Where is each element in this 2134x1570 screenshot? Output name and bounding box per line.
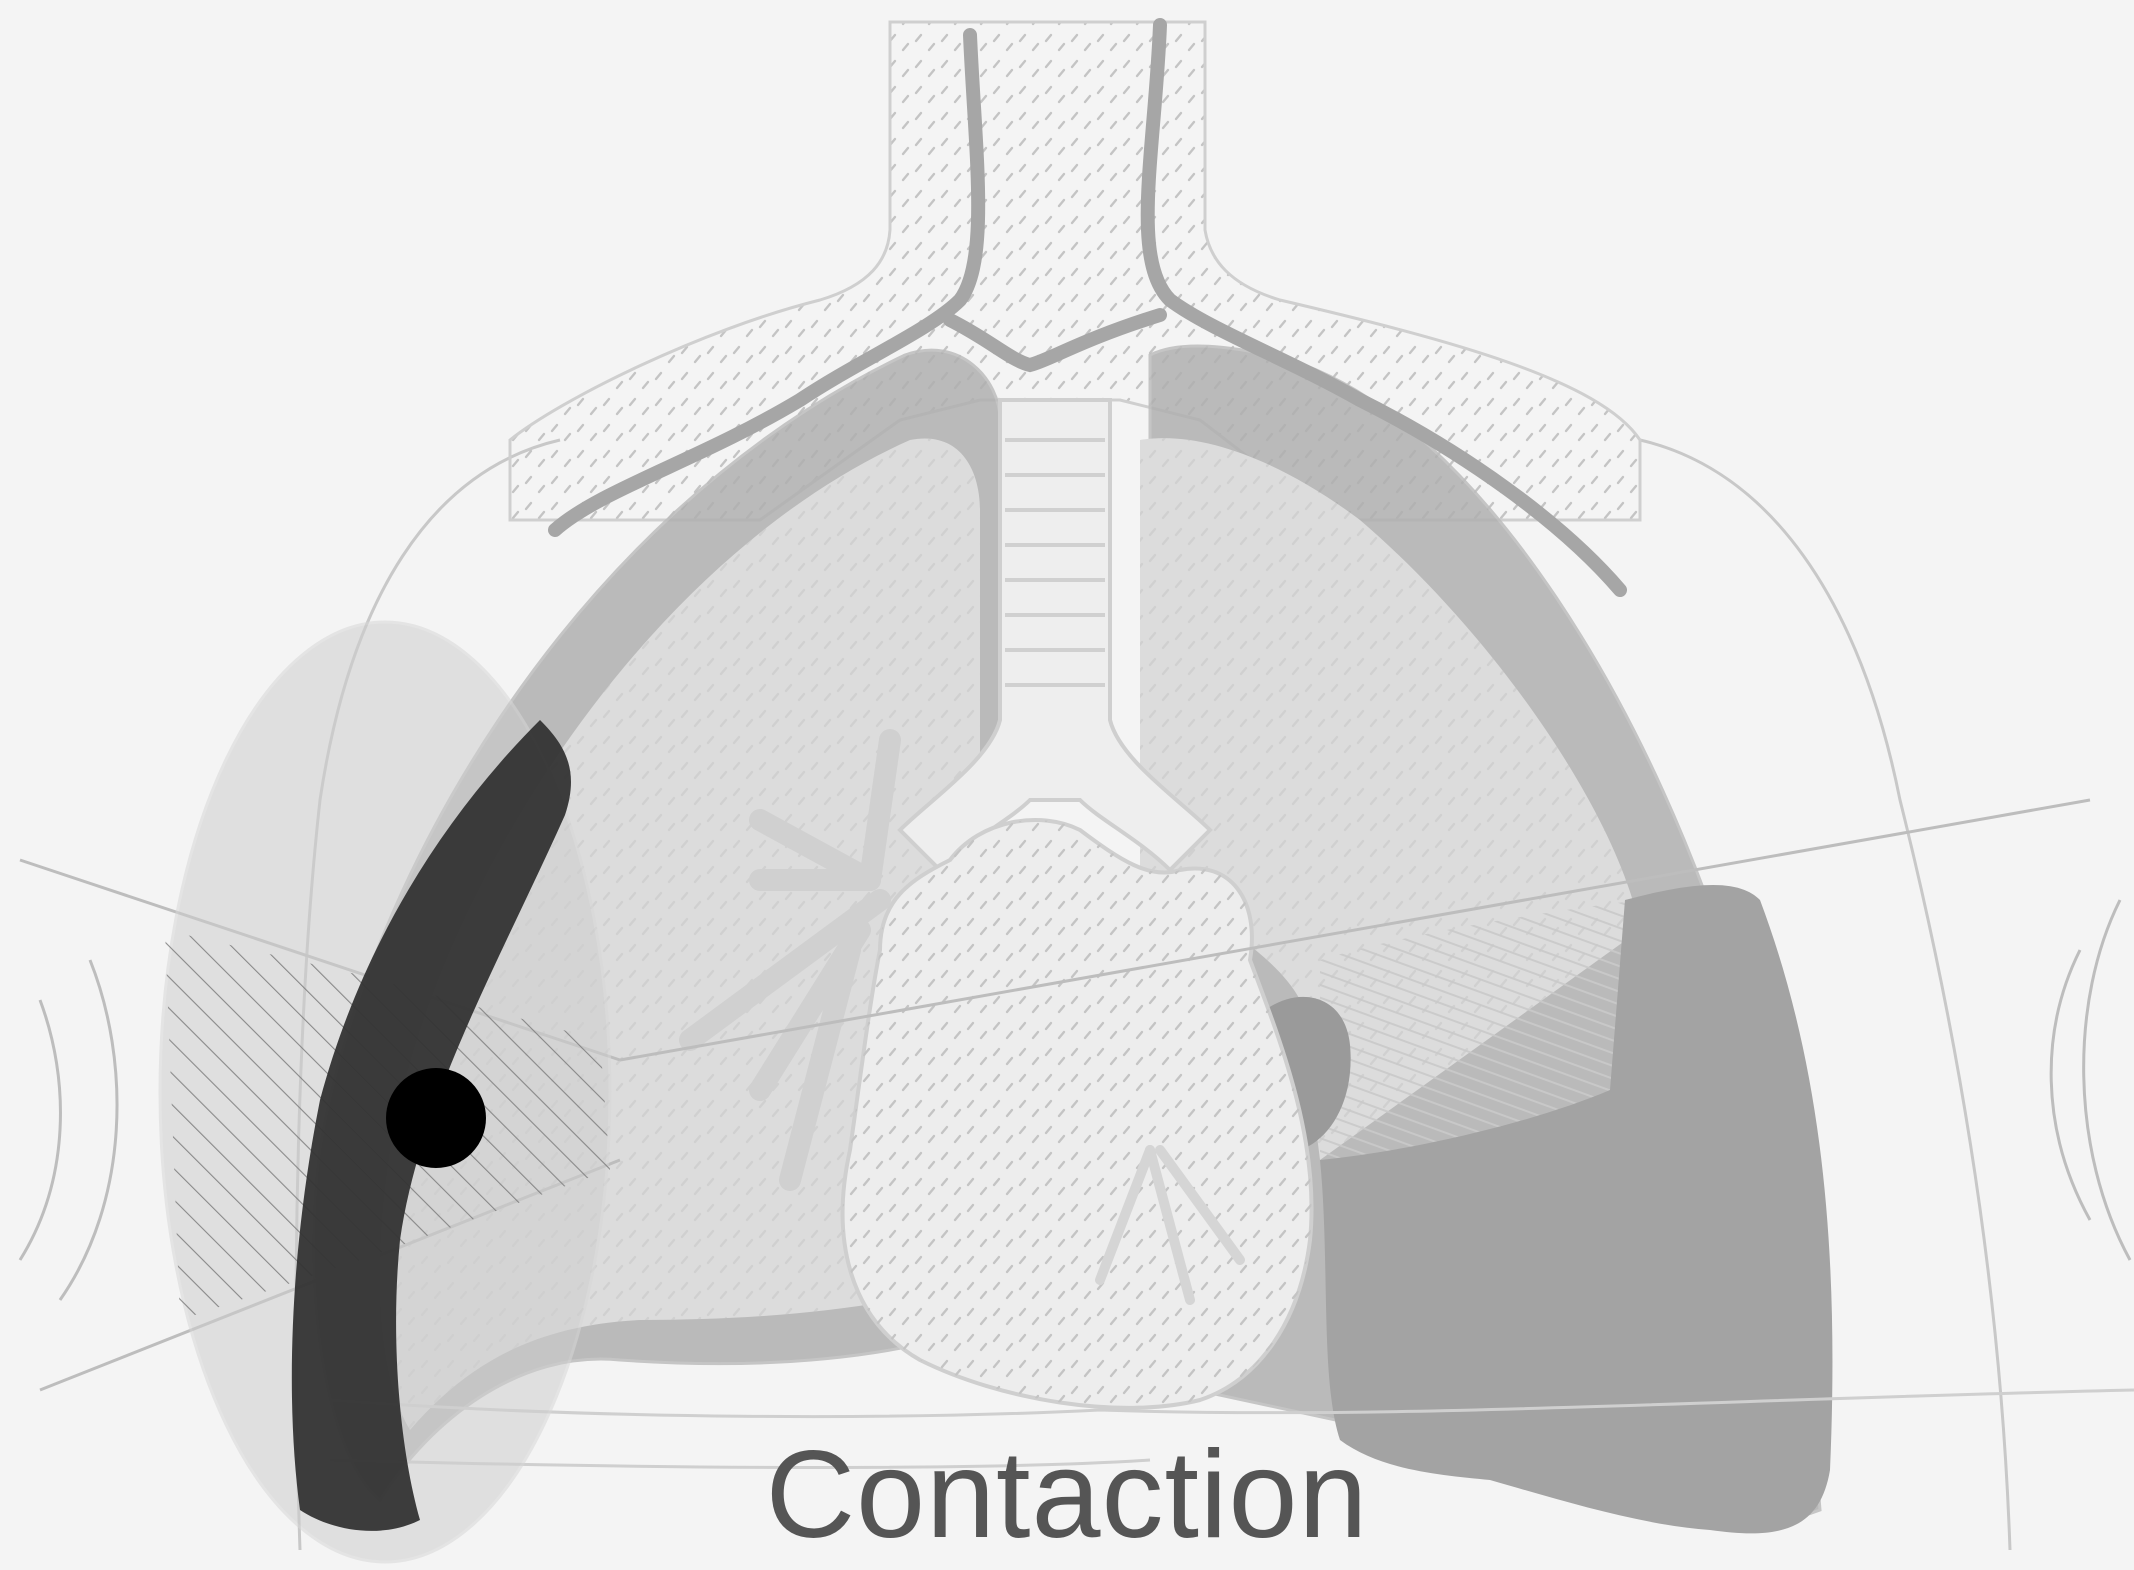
lesion-dot — [386, 1068, 486, 1168]
caption: Contaction — [0, 1420, 2134, 1570]
